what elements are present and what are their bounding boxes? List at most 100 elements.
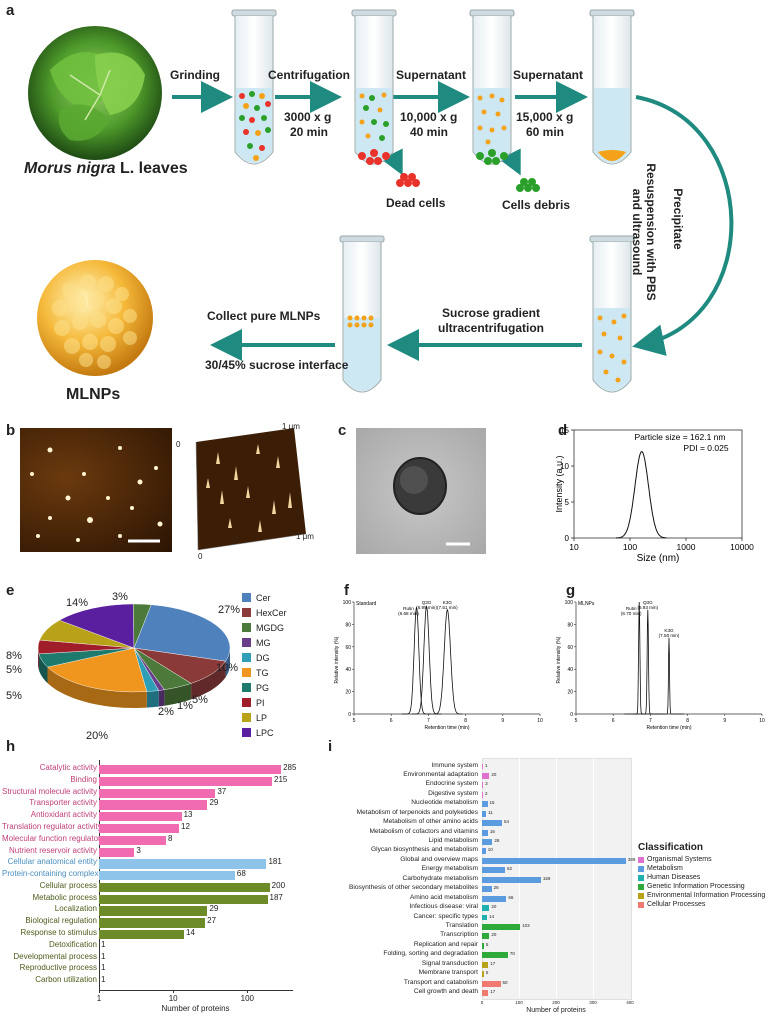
kegg-bar [482, 952, 508, 959]
peak-label: (6.70 min) [621, 611, 642, 616]
dls-annotation-1: Particle size = 162.1 nm [635, 432, 726, 442]
pie-percent-label: 1% [177, 700, 193, 712]
go-category-label: Nutrient reservoir activity [8, 845, 97, 855]
kegg-value-label: 15 [489, 800, 495, 806]
pie-percent-label: 10% [216, 662, 239, 674]
kegg-value-label: 16 [489, 828, 495, 834]
kegg-category-label: Digestive system [428, 789, 478, 797]
go-bar [99, 788, 216, 798]
dead-cells-label: Dead cells [386, 196, 446, 210]
kegg-value-label: 26 [493, 885, 499, 891]
kegg-bar [482, 905, 490, 912]
kegg-bar [482, 857, 626, 864]
pie-percent-label: 3% [112, 591, 128, 603]
kegg-legend-item: Environmental Information Processing [638, 891, 765, 900]
legend-label: Cer [256, 592, 271, 603]
go-bar [99, 835, 166, 846]
kegg-legend-swatch [638, 883, 644, 890]
kegg-bar [482, 876, 541, 883]
go-category-label: Antioxidant activity [30, 810, 97, 820]
legend-swatch [242, 653, 251, 662]
y-tick-label: 0 [348, 712, 351, 718]
kegg-xtick-label: 200 [552, 1000, 560, 1005]
kegg-bar [482, 990, 489, 996]
pie-percent-label: 8% [6, 650, 22, 662]
kegg-xtick-label: 400 [626, 1000, 634, 1005]
kegg-value-label: 28 [494, 838, 500, 844]
kegg-category-label: Amino acid metabolism [409, 893, 478, 901]
mlnp-particle-illustration [37, 260, 153, 376]
kegg-value-label: 66 [508, 894, 514, 900]
y-tick-label: 40 [567, 667, 573, 673]
legend-item-tg: TG [242, 665, 287, 680]
go-value-label: 1 [101, 951, 106, 961]
step-supernatant-1: Supernatant [396, 68, 467, 82]
peak-label: K3G [443, 600, 453, 605]
kegg-legend-item: Human Diseases [638, 873, 765, 882]
kegg-bar [482, 961, 489, 968]
kegg-legend-label: Environmental Information Processing [647, 892, 766, 899]
step-supernatant-2: Supernatant [513, 68, 584, 82]
y-tick-label: 100 [565, 600, 574, 606]
tube-1 [231, 9, 277, 165]
kegg-bar [482, 942, 484, 949]
x-tick-label: 10 [537, 718, 543, 724]
kegg-bar [482, 763, 483, 770]
go-category-label: Catalytic activity [39, 763, 97, 772]
go-value-label: 1 [101, 963, 106, 973]
legend-swatch [242, 608, 251, 617]
go-category-label: Protein-containing complex [2, 869, 99, 879]
kegg-bar [482, 791, 483, 798]
kegg-value-label: 10 [487, 847, 493, 853]
legend-swatch [242, 698, 251, 707]
go-value-label: 14 [186, 928, 195, 938]
leaves-caption: Morus nigra L. leaves [24, 160, 188, 177]
kegg-category-label: Membrane transport [418, 969, 478, 977]
go-category-label: Molecular function regulator [2, 833, 101, 843]
legend-item-mgdg: MGDG [242, 620, 287, 635]
legend-swatch [242, 683, 251, 692]
y-tick-label: 80 [345, 622, 351, 628]
y-tick-label: 80 [567, 622, 573, 628]
interface-label: 30/45% sucrose interface [205, 358, 349, 372]
kegg-xtick-label: 100 [515, 1000, 523, 1005]
x-tick-label: 8 [686, 718, 689, 724]
kegg-legend-swatch [638, 856, 644, 863]
x-tick-label: 9 [501, 718, 504, 724]
kegg-legend-label: Metabolism [647, 865, 683, 872]
go-category-label: Biological regulation [25, 916, 97, 926]
go-category-label: Transporter activity [29, 798, 97, 808]
spin-time-1: 20 min [290, 125, 329, 139]
legend-swatch [242, 713, 251, 722]
go-bar [99, 859, 267, 869]
panel-h-label: h [6, 738, 16, 755]
go-xtick [99, 990, 100, 993]
lipid-pie-chart [37, 603, 231, 708]
legend-item-lp: LP [242, 710, 287, 725]
go-xtick-label: 100 [240, 994, 255, 1003]
dls-xtick-label: 1000 [677, 542, 696, 552]
pie-percent-label: 5% [6, 690, 22, 702]
kegg-legend-item: Organismal Systems [638, 855, 765, 864]
kegg-value-label: 2 [485, 790, 488, 796]
tube-2 [351, 9, 397, 165]
peak-label: Q3G [422, 600, 432, 605]
dls-xtick-label: 10 [569, 542, 579, 552]
legend-item-mg: MG [242, 635, 287, 650]
go-value-label: 29 [209, 904, 219, 914]
tube-4 [589, 9, 635, 165]
legend-label: MGDG [256, 622, 284, 633]
afm-zero-a: 0 [176, 440, 181, 449]
legend-label: LPC [256, 727, 274, 738]
kegg-value-label: 5 [485, 941, 489, 947]
y-tick-label: 60 [345, 645, 351, 651]
legend-swatch [242, 728, 251, 737]
kegg-category-label: Folding, sorting and degradation [383, 950, 478, 958]
kegg-category-label: Transcription [440, 931, 478, 939]
go-value-label: 8 [167, 833, 173, 843]
chromatogram-peak [432, 608, 463, 715]
peak-label: (6.68 min) [398, 611, 419, 616]
